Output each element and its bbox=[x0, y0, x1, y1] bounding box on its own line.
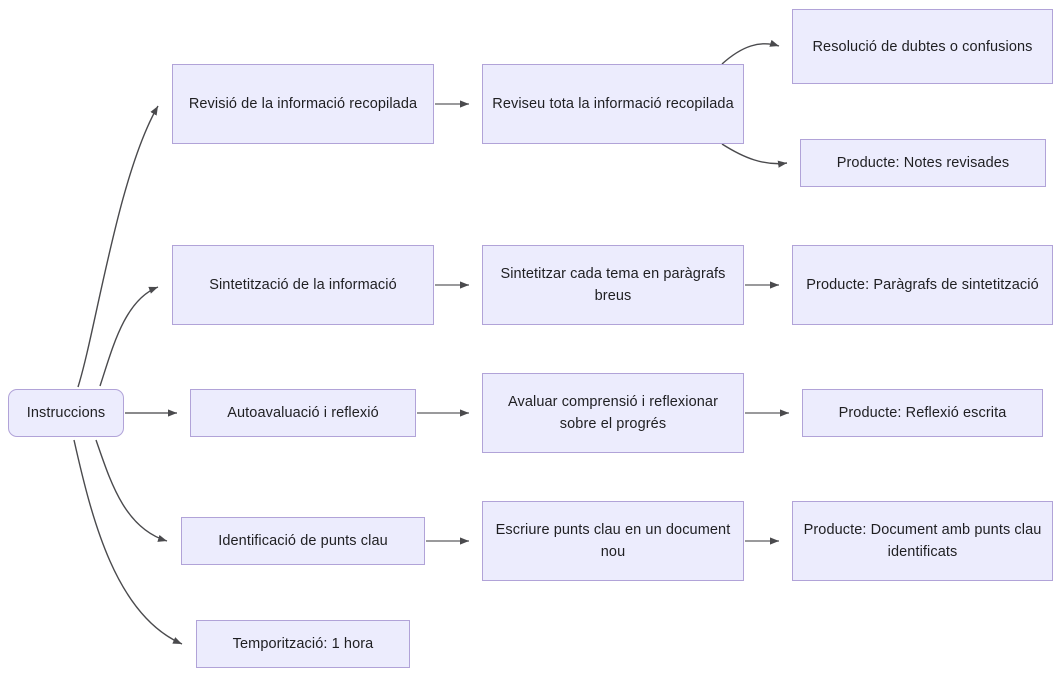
edge-instruccions-revisio bbox=[77, 105, 159, 388]
node-label: Producte: Reflexió escrita bbox=[838, 405, 1007, 421]
node-label: Escriure punts clau en un document nou bbox=[495, 522, 731, 560]
node-label: Producte: Notes revisades bbox=[836, 155, 1010, 171]
node-instruccions[interactable]: Instruccions bbox=[8, 389, 124, 437]
node-label: Resolució de dubtes o confusions bbox=[812, 38, 1033, 55]
node-label: Sintetització de la informació bbox=[209, 277, 397, 293]
node-producte-reflexio-escrita[interactable]: Producte: Reflexió escrita bbox=[802, 389, 1043, 437]
edge-reviseu-resolucio bbox=[721, 39, 780, 65]
edge-instruccions-sintetitzacio bbox=[99, 286, 159, 387]
node-escriure-punts-clau[interactable]: Escriure punts clau en un document nou bbox=[482, 501, 744, 581]
node-temporitzacio[interactable]: Temporització: 1 hora bbox=[196, 620, 410, 668]
node-reviseu-informacio[interactable]: Reviseu tota la informació recopilada bbox=[482, 64, 744, 144]
node-label: Sintetitzar cada tema en paràgrafs breus bbox=[500, 266, 726, 304]
node-producte-document-punts-clau[interactable]: Producte: Document amb punts clau identi… bbox=[792, 501, 1053, 581]
node-producte-notes-revisades[interactable]: Producte: Notes revisades bbox=[800, 139, 1046, 187]
node-sintetitzar-tema[interactable]: Sintetitzar cada tema en paràgrafs breus bbox=[482, 245, 744, 325]
node-resolucio-dubtes[interactable]: Resolució de dubtes o confusions bbox=[792, 9, 1053, 84]
node-autoavaluacio-reflexio[interactable]: Autoavaluació i reflexió bbox=[190, 389, 416, 437]
node-identificacio-punts-clau[interactable]: Identificació de punts clau bbox=[181, 517, 425, 565]
node-label: Revisió de la informació recopilada bbox=[188, 96, 418, 112]
node-label: Temporització: 1 hora bbox=[232, 636, 374, 652]
node-label: Producte: Paràgrafs de sintetització bbox=[806, 277, 1039, 293]
node-sintetitzacio-informacio[interactable]: Sintetització de la informació bbox=[172, 245, 434, 325]
node-label: Autoavaluació i reflexió bbox=[227, 405, 379, 421]
node-avaluar-comprensio[interactable]: Avaluar comprensió i reflexionar sobre e… bbox=[482, 373, 744, 453]
edge-instruccions-identificacio bbox=[95, 439, 168, 542]
node-label: Instruccions bbox=[26, 405, 106, 421]
node-revisio-informacio[interactable]: Revisió de la informació recopilada bbox=[172, 64, 434, 144]
node-label: Identificació de punts clau bbox=[218, 533, 388, 549]
node-label: Producte: Document amb punts clau identi… bbox=[803, 522, 1042, 560]
node-producte-paragrafs[interactable]: Producte: Paràgrafs de sintetització bbox=[792, 245, 1053, 325]
node-label: Reviseu tota la informació recopilada bbox=[492, 96, 734, 112]
node-label: Avaluar comprensió i reflexionar sobre e… bbox=[507, 394, 719, 432]
edge-reviseu-notes bbox=[721, 143, 788, 168]
edge-instruccions-temporitzacio bbox=[73, 439, 183, 645]
